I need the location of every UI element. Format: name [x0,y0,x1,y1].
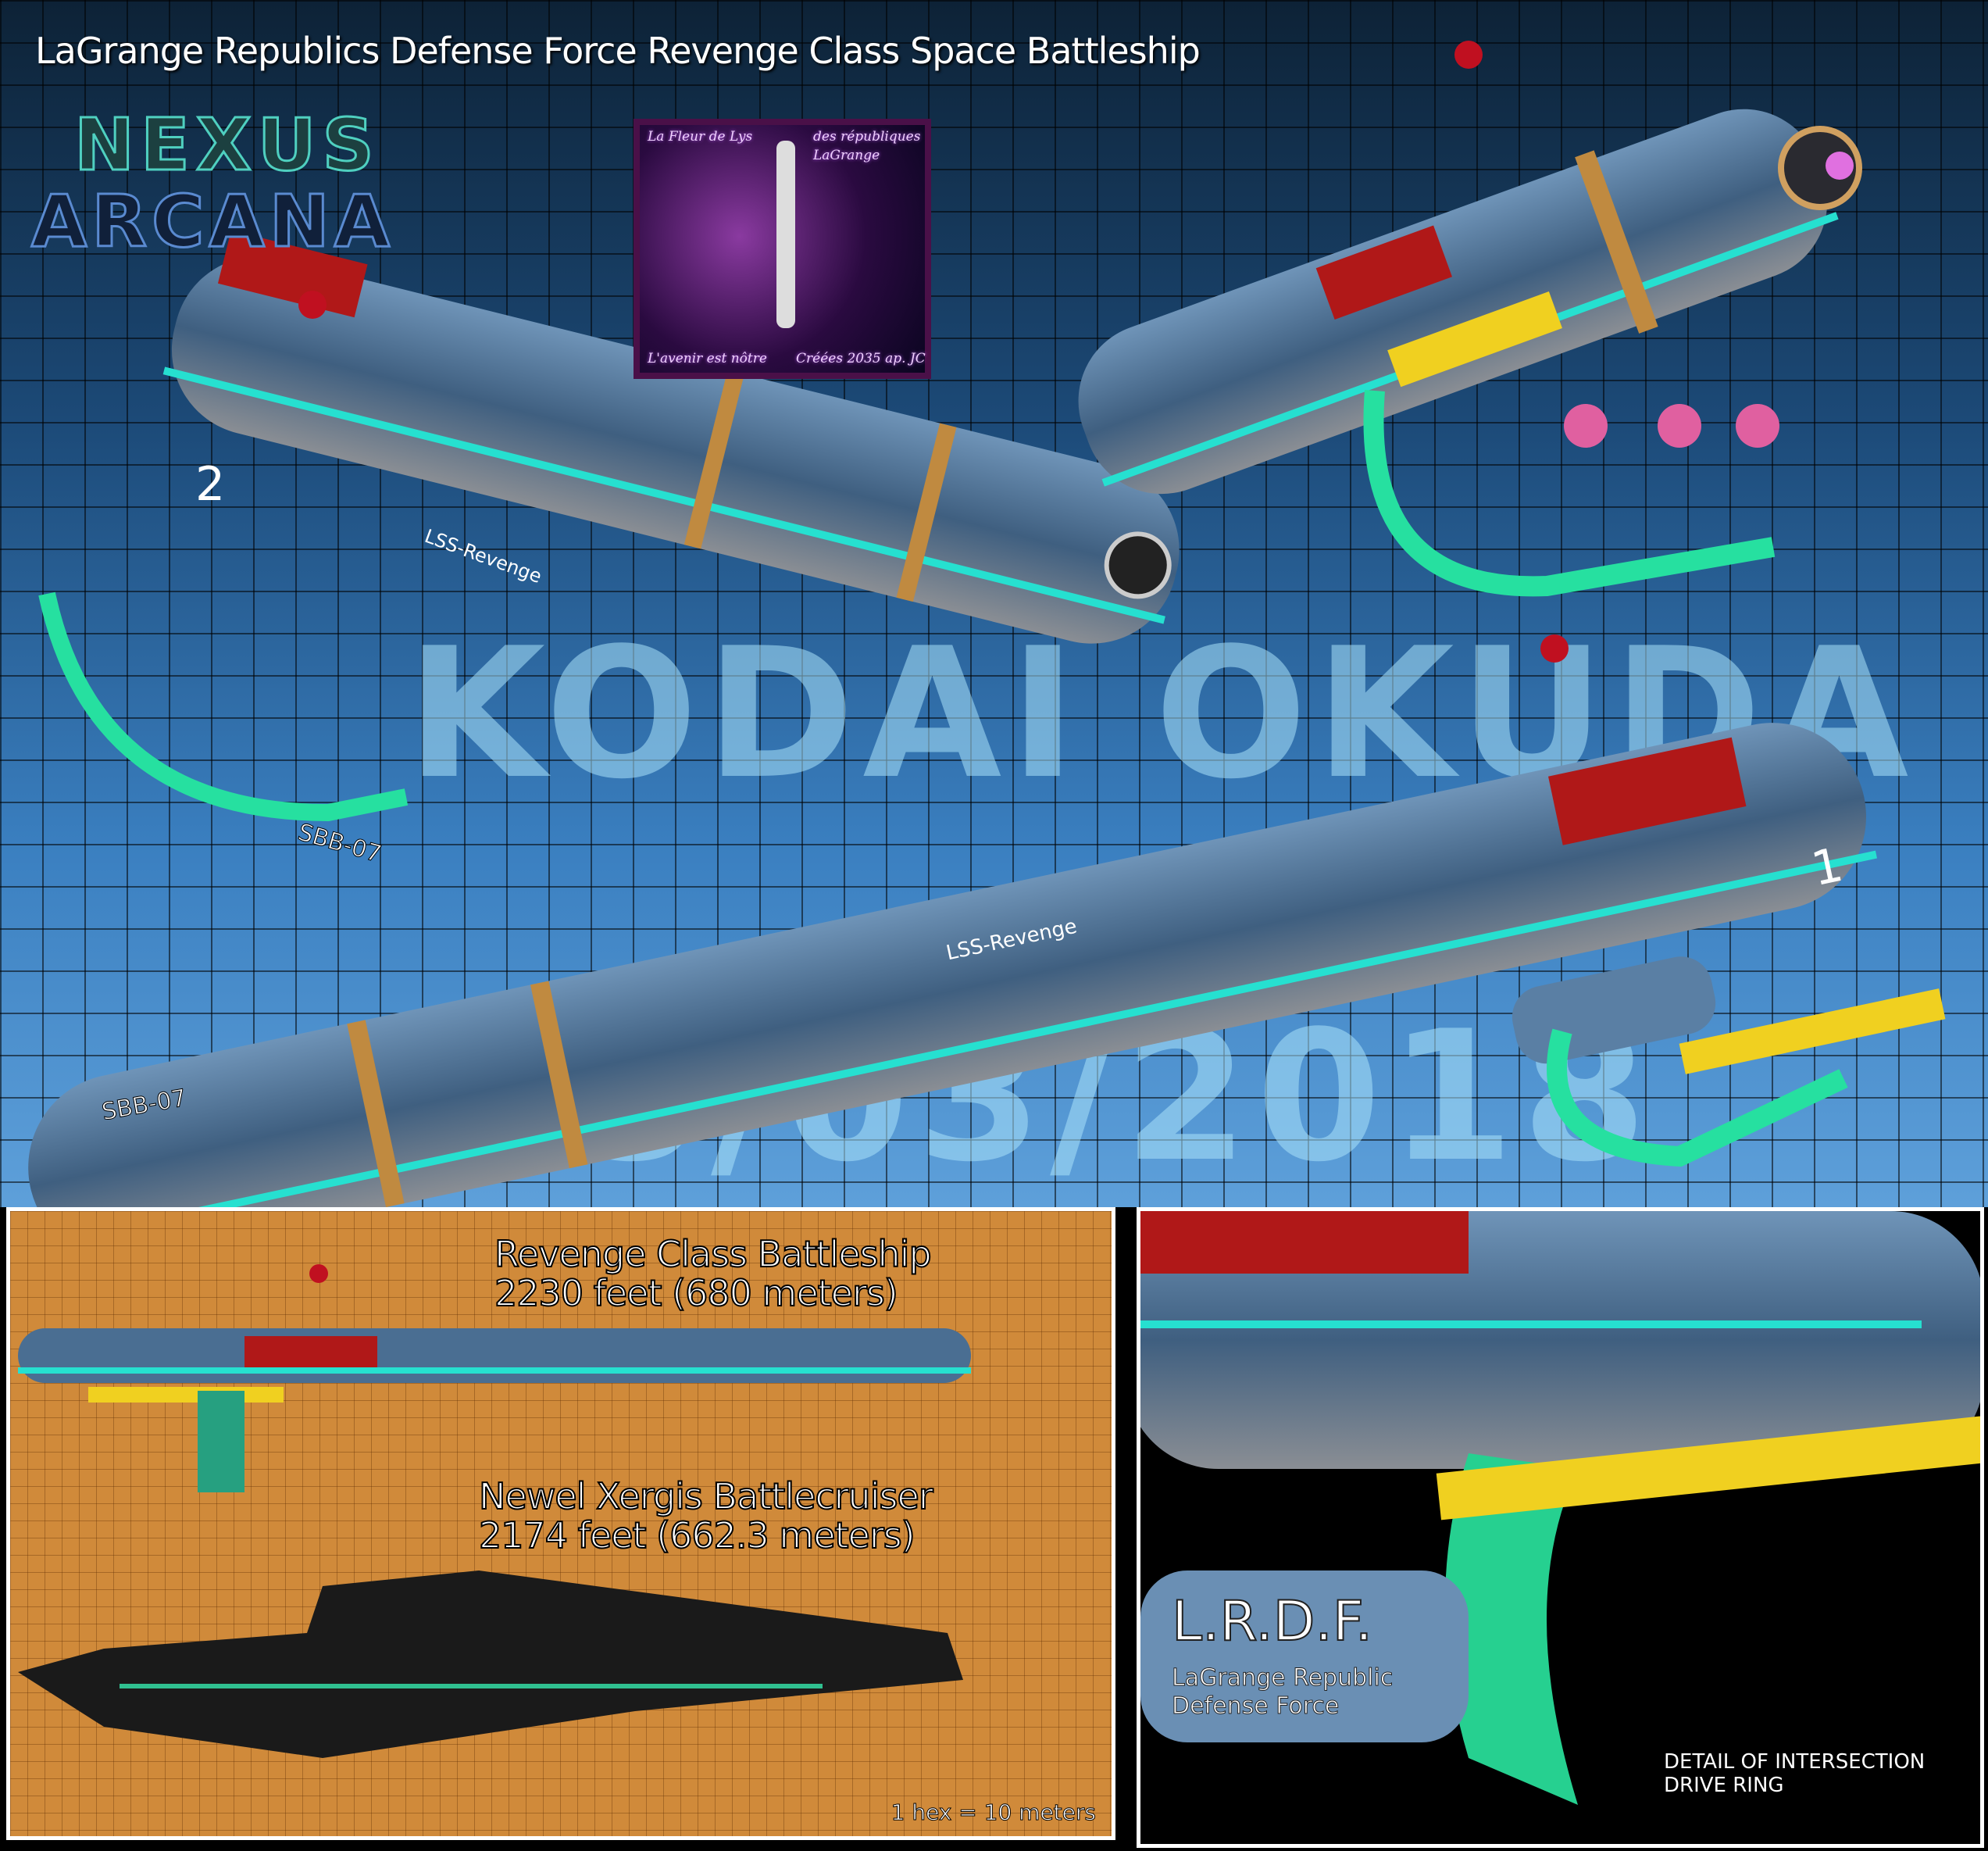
hull-digit-2: 2 [195,457,226,512]
emblem-text: LaGrange [813,148,880,163]
blueprint-grid-background: KODAI OKUDA 03/03/2018 LaGrange Republic… [0,0,1988,1207]
ship2-length: 2174 feet (662.3 meters) [478,1514,916,1556]
emblem-text: L'avenir est nôtre [648,351,767,366]
drive-ring-detail-panel: L.R.D.F. LaGrange Republic Defense Force… [1137,1207,1984,1848]
ship1-length: 2230 feet (680 meters) [494,1272,899,1314]
drive-ring [38,591,409,822]
logo-nexus: NEXUS [73,103,380,187]
emblem-text: La Fleur de Lys [648,129,753,145]
lrdf-marking: L.R.D.F. [1171,1589,1373,1653]
scale-note: 1 hex = 10 meters [890,1799,1096,1826]
ship-renders [28,41,1946,1207]
page-title: LaGrange Republics Defense Force Revenge… [35,30,1201,72]
battleship-render-left [162,230,1180,644]
logo-arcana: ARCANA [30,180,394,263]
detail-caption: DETAIL OF INTERSECTION DRIVE RING [1664,1750,1925,1797]
fleur-de-lys-emblem: La Fleur de Lys des républiques LaGrange… [634,119,931,379]
detail-caption-line: DETAIL OF INTERSECTION [1664,1750,1926,1774]
detail-caption-line: DRIVE RING [1664,1774,1784,1797]
drive-ring-closeup [1140,1211,1980,1805]
ship1-name: Revenge Class Battleship [494,1233,933,1275]
battleship-render-topright [1078,109,1839,495]
station-tower-icon [776,141,795,328]
ship2-name: Newel Xergis Battlecruiser [478,1475,934,1517]
emblem-text: Créées 2035 ap. JC [796,351,926,366]
lrdf-full-marking: LaGrange Republic Defense Force [1172,1664,1394,1721]
emblem-text: des républiques [813,129,921,145]
comparison-ships [18,1264,971,1758]
battleship-render-bottom [28,723,1877,1207]
size-comparison-panel: Revenge Class Battleship 2230 feet (680 … [6,1207,1115,1840]
